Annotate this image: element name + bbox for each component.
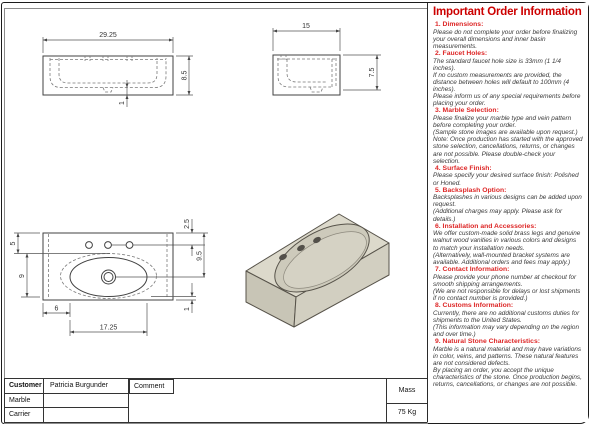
section-heading: 4. Surface Finish: — [435, 164, 492, 172]
plan-basin-width-dim: 17.25 — [100, 325, 118, 332]
carrier-label: Carrier — [5, 408, 44, 422]
iso-faucet-hole-2 — [297, 244, 305, 252]
front-outline — [42, 55, 174, 96]
plan-dimensions — [14, 219, 208, 336]
plan-basin-left-offset-dim: 6 — [55, 306, 59, 313]
plan-leaders — [108, 244, 205, 278]
section-body: We offer custom-made solid brass legs an… — [433, 230, 581, 266]
plan-outline — [42, 232, 174, 301]
drain-inner — [103, 272, 114, 282]
customer-value: Patricia Burgunder — [44, 379, 129, 394]
section-body: Please finalize your marble type and vei… — [433, 115, 583, 165]
side-view: 15 7.5 — [272, 23, 381, 96]
section-body: Marble is a natural material and may hav… — [433, 345, 582, 389]
front-dimensions — [42, 37, 193, 107]
title-block: Customer Patricia Burgunder Marble Carri… — [4, 378, 427, 423]
mass-value: 75 Kg — [386, 404, 427, 422]
side-outline — [272, 54, 341, 96]
comment-label: Comment — [129, 379, 174, 394]
side-hidden-lines — [277, 55, 337, 93]
side-height-dim: 7.5 — [369, 68, 376, 78]
section-heading: 5. Backsplash Option: — [435, 186, 507, 194]
iso-faucet-hole-1 — [279, 253, 287, 261]
iso-faucet-hole-3 — [313, 236, 321, 244]
section-body: Please do not complete your order before… — [433, 28, 578, 50]
front-basin-floor-dim: 1 — [119, 101, 126, 105]
info-section-customs: 8. Customs Information: Currently, there… — [433, 302, 583, 338]
faucet-hole-3 — [125, 241, 134, 249]
marble-label: Marble — [5, 394, 44, 408]
info-section-marble-selection: 3. Marble Selection: Please finalize you… — [433, 107, 583, 164]
panel-title: Important Order Information — [433, 6, 582, 18]
section-heading: 3. Marble Selection: — [435, 107, 499, 115]
marble-value — [44, 394, 129, 408]
plan-drain-offset-dim: 9.5 — [197, 251, 204, 261]
front-width-dim: 29.25 — [99, 32, 117, 39]
order-info-panel: Important Order Information 1. Dimension… — [427, 3, 588, 422]
info-section-contact: 7. Contact Information: Please provide y… — [433, 266, 583, 302]
plan-hole-offset-dim: 2.5 — [184, 219, 191, 229]
section-heading: 8. Customs Information: — [435, 301, 514, 309]
isometric-view — [245, 213, 390, 328]
section-heading: 1. Dimensions: — [435, 21, 484, 28]
info-section-installation: 6. Installation and Accessories: We offe… — [433, 223, 583, 266]
comment-area — [175, 379, 386, 422]
info-section-backsplash: 5. Backsplash Option: Backsplashes in va… — [433, 187, 583, 223]
front-height-dim: 8.5 — [182, 71, 189, 81]
plan-view: 2.5 9.5 5 9 6 17.25 1 — [10, 219, 208, 336]
basin-outline — [69, 257, 148, 297]
technical-drawing: 29.25 8.5 1 15 7.5 — [10, 23, 390, 336]
mass-label: Mass — [386, 379, 427, 404]
section-body: Please specify your desired surface fini… — [433, 172, 579, 187]
section-body: Backsplashes in various designs can be a… — [433, 194, 582, 223]
section-heading: 6. Installation and Accessories: — [435, 222, 537, 230]
info-section-faucet-holes: 2. Faucet Holes: The standard faucet hol… — [433, 50, 583, 107]
section-heading: 9. Natural Stone Characteristics: — [435, 338, 541, 345]
section-body: Please provide your phone number at chec… — [433, 273, 581, 302]
faucet-hole-1 — [85, 241, 93, 249]
side-depth-dim: 15 — [302, 23, 310, 30]
plan-basin-length-dim: 9 — [19, 274, 26, 278]
carrier-value — [44, 408, 129, 422]
section-body: The standard faucet hole size is 33mm (1… — [433, 57, 581, 108]
side-dimensions — [272, 28, 381, 91]
front-view: 29.25 8.5 1 — [42, 32, 193, 107]
plan-rim-dim: 1 — [184, 307, 191, 311]
info-section-surface-finish: 4. Surface Finish: Please specify your d… — [433, 165, 583, 187]
customer-label: Customer — [5, 379, 44, 394]
info-section-stone-characteristics: 9. Natural Stone Characteristics: Marble… — [433, 338, 583, 388]
section-heading: 7. Contact Information: — [435, 265, 510, 273]
plan-basin-top-offset-dim: 5 — [10, 241, 17, 245]
section-body: Currently, there are no additional custo… — [433, 309, 580, 338]
section-heading: 2. Faucet Holes: — [435, 49, 488, 57]
faucet-hole-2 — [104, 241, 112, 249]
front-hidden-lines — [49, 56, 167, 93]
info-section-dimensions: 1. Dimensions: Please do not complete yo… — [433, 21, 583, 50]
